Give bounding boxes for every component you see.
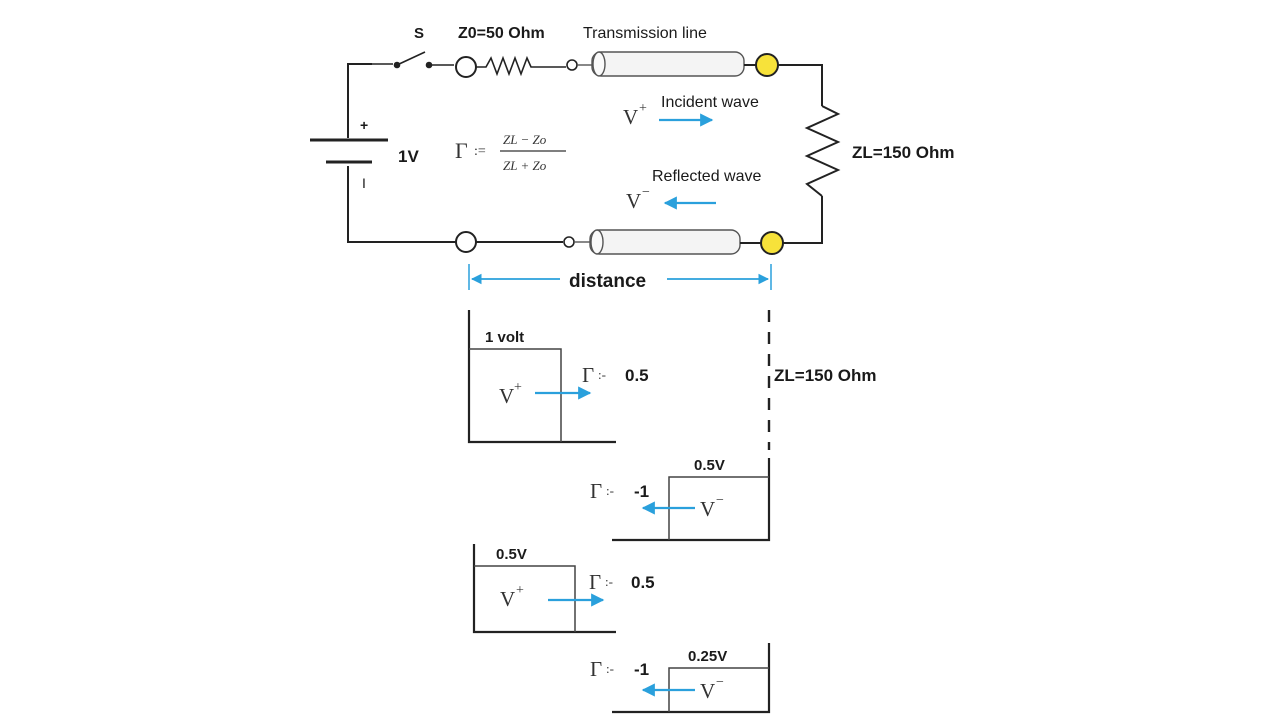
step-3-gamma-value: 0.5 [631, 573, 655, 592]
reflected-superscript: − [642, 185, 650, 200]
bounce-step-1: 1 volt V + Γ :- 0.5 [467, 310, 649, 444]
transmission-line-top-icon [577, 51, 756, 77]
bounce-diagram: ZL=150 Ohm 1 volt V + Γ :- 0.5 0.5V Γ :-… [467, 310, 877, 714]
step-2-wave-symbol: V [700, 497, 715, 521]
reflected-symbol: V [626, 189, 641, 213]
gamma-numerator: ZL − Zo [503, 132, 547, 147]
step-2-amplitude: 0.5V [694, 457, 725, 474]
battery-plus-label: + [360, 117, 368, 133]
source-impedance-label: Z0=50 Ohm [458, 25, 545, 42]
reflected-wave-label: Reflected wave [652, 168, 761, 185]
step-2-axes [612, 458, 771, 542]
step-2-gamma-eq: :- [606, 483, 614, 498]
step-1-axes [467, 310, 616, 444]
battery-voltage-label: 1V [398, 147, 419, 166]
battery-wires [347, 63, 456, 243]
step-3-gamma-symbol: Γ [589, 570, 601, 594]
step-1-wave-sup: + [514, 380, 522, 395]
source-terminal-bottom [455, 231, 477, 253]
load-terminal-bottom [760, 231, 784, 255]
bounce-step-3: 0.5V V + Γ :- 0.5 [472, 544, 655, 634]
step-4-gamma-eq: :- [606, 661, 614, 676]
incident-symbol: V [623, 105, 638, 129]
bounce-load-label: ZL=150 Ohm [774, 366, 877, 385]
battery-minus-label: I [362, 175, 366, 191]
load-impedance-label: ZL=150 Ohm [852, 143, 955, 162]
reflection-coefficient-formula: Γ := ZL − Zo ZL + Zo [455, 132, 566, 173]
distance-label: distance [569, 271, 646, 292]
gamma-symbol: Γ [455, 138, 468, 163]
battery-icon [310, 138, 388, 164]
step-1-gamma-symbol: Γ [582, 363, 594, 387]
step-4-wave-sup: − [716, 675, 724, 690]
transmission-line-bottom-icon [476, 229, 761, 255]
switch-icon [372, 51, 454, 69]
step-3-axes [472, 544, 616, 634]
load-terminal-top [755, 53, 779, 77]
step-3-wave-symbol: V [500, 587, 515, 611]
gamma-equals: := [474, 144, 486, 159]
step-1-gamma-value: 0.5 [625, 366, 649, 385]
source-resistor-icon [476, 55, 578, 77]
step-4-wave-symbol: V [700, 679, 715, 703]
source-terminal-top [455, 56, 477, 78]
step-1-wave-symbol: V [499, 384, 514, 408]
incident-wave: V + Incident wave [623, 94, 759, 129]
step-4-axes [612, 643, 771, 714]
step-3-amplitude: 0.5V [496, 546, 527, 563]
step-2-gamma-symbol: Γ [590, 479, 602, 503]
step-4-gamma-symbol: Γ [590, 657, 602, 681]
step-4-pulse [668, 667, 769, 712]
load-resistor-icon [804, 105, 841, 197]
incident-wave-label: Incident wave [661, 94, 759, 111]
step-3-pulse [474, 565, 576, 632]
step-2-wave-sup: − [716, 493, 724, 508]
step-3-wave-sup: + [516, 583, 524, 598]
reflected-wave: Reflected wave V − [626, 168, 761, 213]
step-1-amplitude: 1 volt [485, 329, 524, 346]
bounce-step-4: 0.25V Γ :- -1 V − [590, 643, 771, 714]
step-4-amplitude: 0.25V [688, 648, 727, 665]
step-3-gamma-eq: :- [605, 574, 613, 589]
step-1-gamma-eq: :- [598, 367, 606, 382]
bounce-step-2: 0.5V Γ :- -1 V − [590, 457, 771, 542]
circuit: + I 1V S Z0=50 Ohm Transmission line [310, 25, 955, 292]
step-1-pulse [469, 348, 562, 442]
distance-dimension: distance [468, 264, 772, 292]
load-wires [778, 64, 823, 244]
incident-superscript: + [639, 101, 647, 116]
step-2-pulse [668, 476, 769, 540]
switch-label: S [414, 25, 424, 42]
transmission-line-label: Transmission line [583, 25, 707, 42]
step-4-gamma-value: -1 [634, 660, 649, 679]
step-2-gamma-value: -1 [634, 482, 649, 501]
gamma-denominator: ZL + Zo [503, 158, 547, 173]
